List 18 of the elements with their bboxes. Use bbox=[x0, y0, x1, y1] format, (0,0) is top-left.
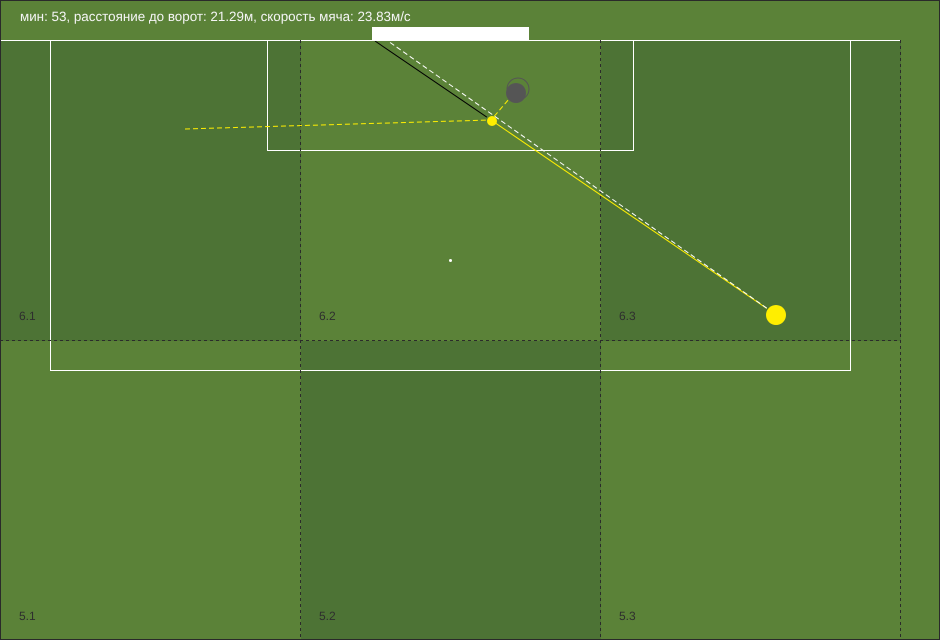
pitch-zone bbox=[301, 341, 601, 639]
trajectory-line bbox=[184, 120, 486, 130]
pitch-zone bbox=[1, 41, 301, 341]
match-info-text: мин: 53, расстояние до ворот: 21.29м, скорость мяча: 23.83м/с bbox=[20, 9, 411, 25]
zone-number: 5.2 bbox=[319, 609, 336, 623]
trajectory-line bbox=[494, 122, 768, 309]
zone-number: 5.3 bbox=[619, 609, 636, 623]
zone-number: 5.1 bbox=[19, 609, 36, 623]
player-marker bbox=[766, 305, 786, 325]
ball-marker bbox=[487, 116, 497, 126]
pitch-zone bbox=[601, 41, 901, 341]
goalkeeper-marker bbox=[506, 77, 530, 103]
zone-number: 6.3 bbox=[619, 309, 636, 323]
zone-number: 6.2 bbox=[319, 309, 336, 323]
trajectory-line bbox=[388, 40, 768, 309]
goal bbox=[372, 27, 529, 41]
trajectory-line bbox=[494, 99, 509, 117]
zone-number: 6.1 bbox=[19, 309, 36, 323]
